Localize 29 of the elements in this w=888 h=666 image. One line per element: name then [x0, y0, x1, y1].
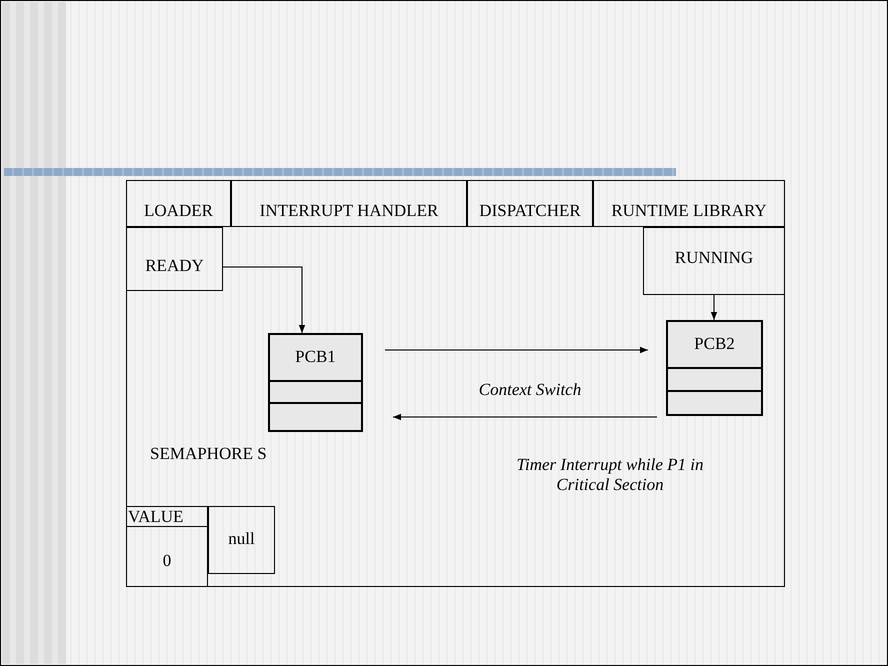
arrow: [222, 266, 306, 334]
box-label: DISPATCHER: [478, 201, 582, 221]
frame-box: [126, 180, 785, 587]
pcb-box: [666, 320, 763, 416]
module-box: [126, 180, 231, 227]
box-label: VALUE: [127, 507, 207, 527]
box-label: PCB2: [693, 334, 736, 354]
module-box: [467, 180, 593, 227]
box-label: READY: [144, 256, 205, 276]
context-switch-label: Context Switch: [478, 380, 582, 400]
box-label: INTERRUPT HANDLER: [258, 201, 440, 221]
module-box: [126, 227, 223, 291]
box-label: RUNTIME LIBRARY: [610, 201, 768, 221]
arrow: [392, 414, 658, 420]
queue-box: [208, 506, 275, 574]
arrow: [710, 294, 718, 320]
pcb-box: [268, 333, 363, 432]
value-text: 0: [162, 551, 172, 571]
box-label: PCB1: [294, 347, 337, 367]
semaphore-label: SEMAPHORE S: [150, 444, 268, 464]
box-label: LOADER: [143, 201, 214, 221]
module-box: [643, 227, 785, 295]
note-text: Timer Interrupt while P1 in Critical Section: [516, 455, 704, 495]
box-label: RUNNING: [674, 248, 754, 268]
module-box: [593, 180, 785, 227]
arrow: [384, 346, 648, 354]
box-label: null: [227, 529, 256, 549]
module-box: [231, 180, 467, 227]
semaphore-value-box: [126, 506, 208, 587]
